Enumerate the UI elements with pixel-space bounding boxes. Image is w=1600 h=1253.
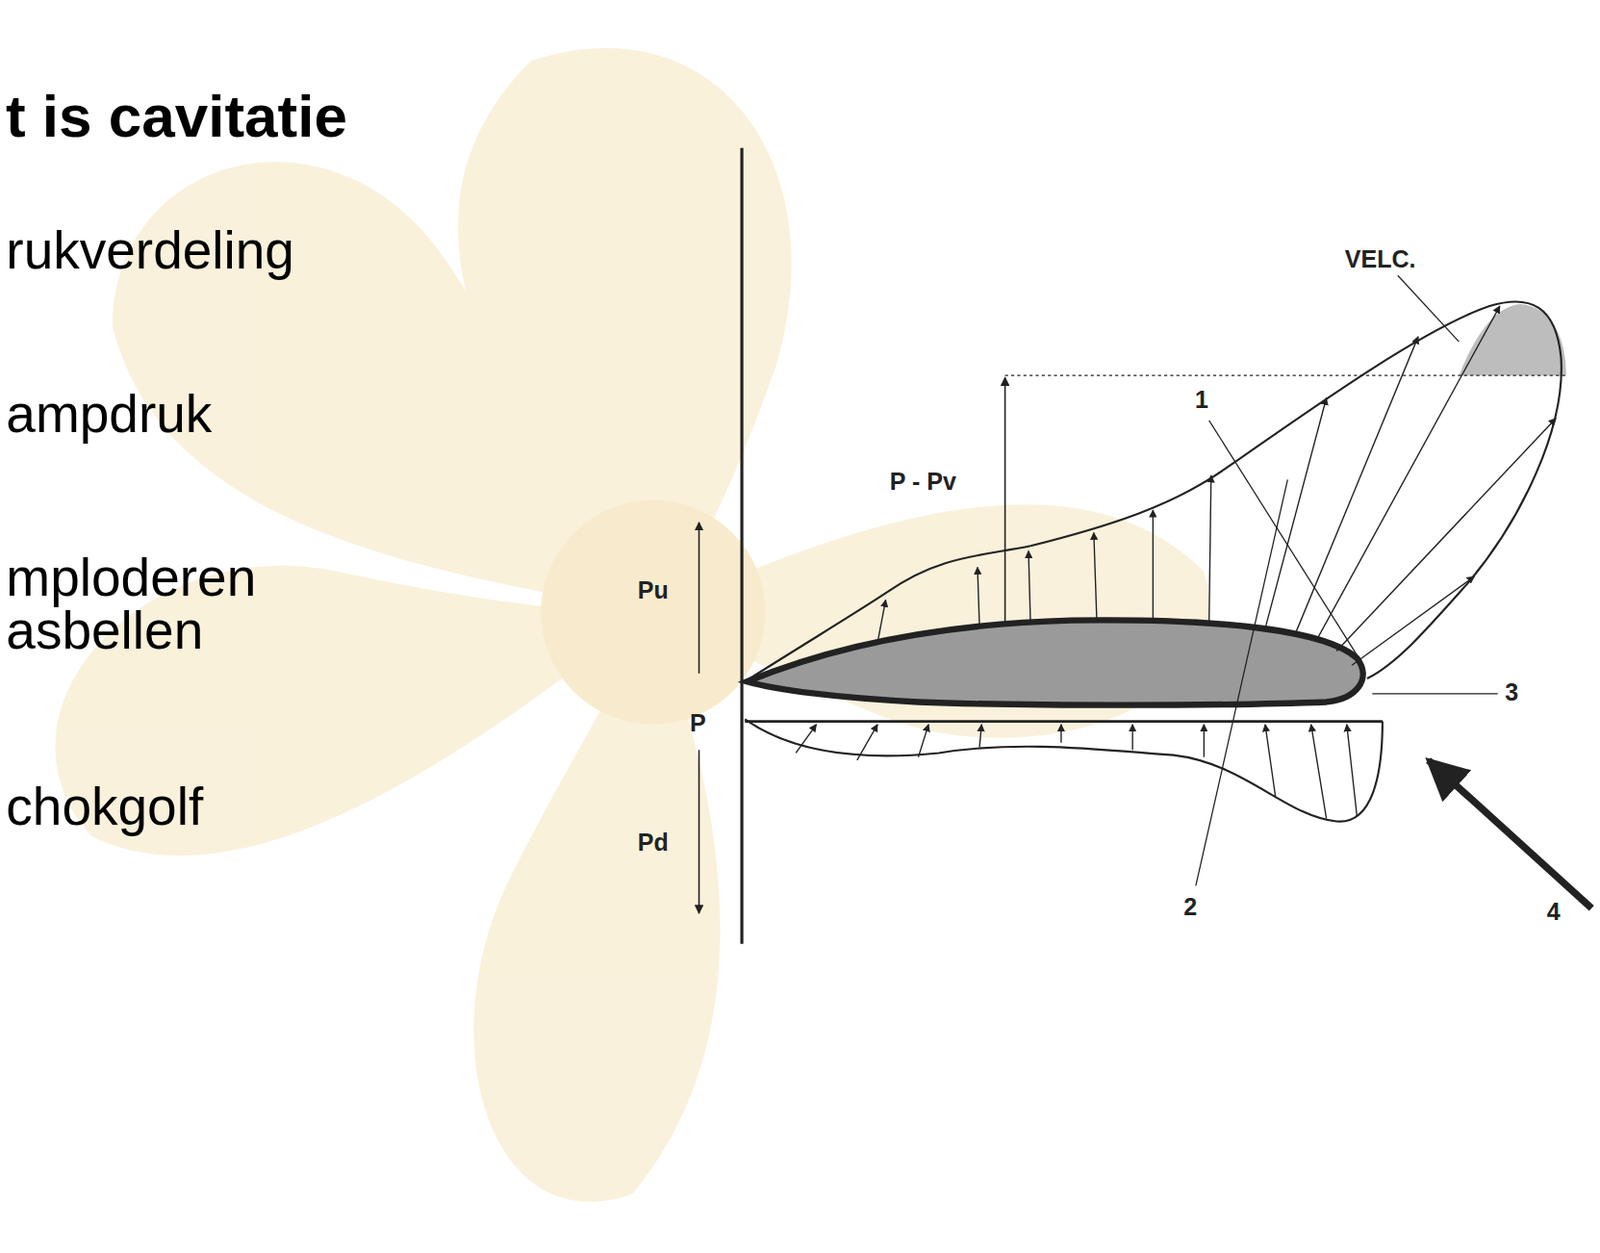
pu-arrow (698, 522, 701, 674)
suction-arrows (877, 305, 1556, 665)
callout-number: 3 (1504, 678, 1519, 707)
bullet-text: mploderen asbellen (5, 551, 312, 658)
pressure-arrows (795, 724, 1357, 819)
leader-lines (1195, 275, 1499, 886)
velocity-label: VELC. (1345, 245, 1417, 274)
bullet-text: chokgolf (5, 780, 204, 834)
callout-number: 2 (1183, 892, 1197, 921)
base-line (744, 719, 1383, 723)
bullet-text: rukverdeling (5, 224, 295, 278)
callout-number: 1 (1194, 385, 1209, 414)
pressure-label: Pd (637, 828, 669, 857)
p-pv-arrow (1004, 377, 1007, 622)
flow-arrow (1428, 760, 1593, 909)
axis-line (739, 148, 743, 944)
vapour-pressure-line (1005, 375, 1567, 377)
vapour-region (1458, 304, 1566, 376)
bullet-text: ampdruk (5, 387, 212, 441)
pressure-label: P - Pv (889, 467, 957, 496)
pressure-label: P (689, 709, 707, 737)
airfoil (746, 619, 1363, 705)
pressure-side-curve (744, 718, 1383, 821)
slide-title: t is cavitatie (5, 81, 348, 151)
pressure-label: Pu (637, 576, 669, 605)
pd-arrow (698, 749, 701, 914)
callout-number: 4 (1547, 897, 1561, 926)
